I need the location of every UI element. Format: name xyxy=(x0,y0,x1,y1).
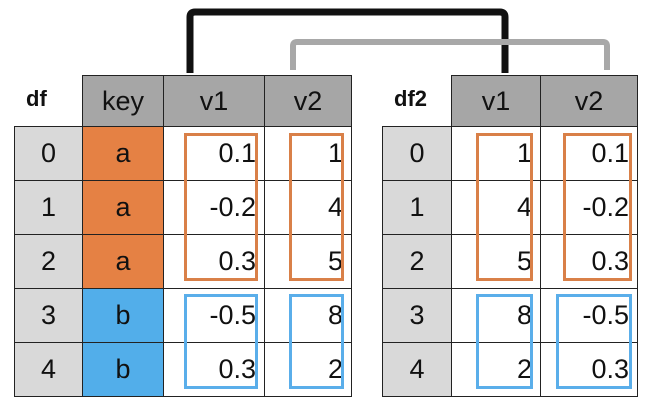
df-v1-group-a-outline xyxy=(184,133,258,281)
df-key-2: a xyxy=(82,234,164,289)
df-v1-3: -0.5 xyxy=(163,288,265,343)
df2-v2-group-b-outline xyxy=(556,294,632,389)
df2-index-0: 0 xyxy=(382,126,452,181)
df2-v1-group-a-outline xyxy=(476,133,533,281)
df-key-3: b xyxy=(82,288,164,343)
df2-index-1: 1 xyxy=(382,180,452,235)
df2-v2-group-a-outline xyxy=(563,133,632,281)
df-index-3: 3 xyxy=(14,288,83,343)
df-v2-group-a-outline xyxy=(289,133,344,281)
df2-header-v1: v1 xyxy=(451,75,541,127)
df-index-2: 2 xyxy=(14,234,83,289)
df2-index-3: 3 xyxy=(382,288,452,343)
df-index-0: 0 xyxy=(14,126,83,181)
df-key-0: a xyxy=(82,126,164,181)
df-v1-group-b-outline xyxy=(184,294,258,389)
df2-index-4: 4 xyxy=(382,342,452,397)
v2-connector xyxy=(290,39,610,70)
df2-v1-1: 4 xyxy=(451,180,541,235)
df-v2-1: 4 xyxy=(264,180,352,235)
df-key-1: a xyxy=(82,180,164,235)
df-header-key: key xyxy=(82,75,164,127)
df-v2-group-b-outline xyxy=(289,294,344,389)
df-index-4: 4 xyxy=(14,342,83,397)
df2-v1-group-b-outline xyxy=(476,294,533,389)
df-v1-1: -0.2 xyxy=(163,180,265,235)
df-header-v1: v1 xyxy=(163,75,265,127)
df-index-1: 1 xyxy=(14,180,83,235)
df-title: df xyxy=(26,86,47,111)
df-key-4: b xyxy=(82,342,164,397)
df2-header-v2: v2 xyxy=(540,75,638,127)
df2-title: df2 xyxy=(394,86,427,111)
df-v2-3: 8 xyxy=(264,288,352,343)
v1-connector xyxy=(186,8,509,73)
df2-index-2: 2 xyxy=(382,234,452,289)
df-header-v2: v2 xyxy=(264,75,352,127)
